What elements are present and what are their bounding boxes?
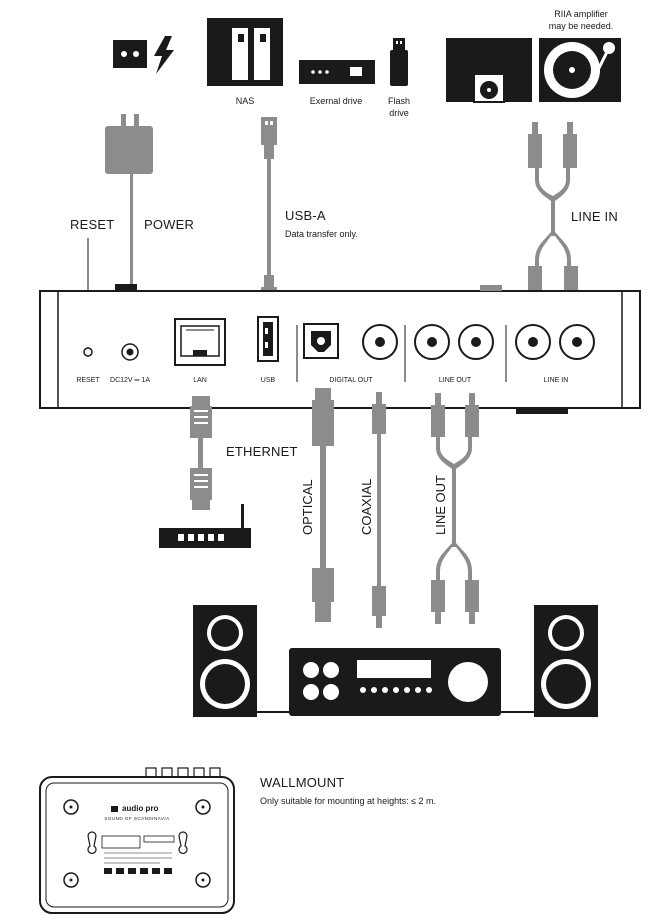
brand-logo-text: audio pro (122, 804, 159, 813)
nas-icon (207, 18, 283, 86)
amplifier-icon (289, 648, 501, 716)
port-label-usb: USB (260, 377, 276, 384)
coaxial-callout: COAXIAL (359, 478, 374, 535)
streamer-device (39, 284, 641, 414)
riia-note-2: may be needed. (548, 21, 614, 31)
usb-a-note: Data transfer only. (285, 229, 358, 239)
power-callout: POWER (144, 217, 195, 232)
ethernet-cable (190, 396, 212, 510)
reset-callout: RESET (70, 217, 115, 232)
port-label-lan: LAN (193, 377, 207, 384)
flash-drive-icon (390, 38, 408, 86)
coaxial-cable (372, 392, 386, 628)
turntable-icon (539, 38, 621, 102)
ethernet-callout: ETHERNET (226, 444, 298, 459)
external-drive-label: Exernal drive (309, 96, 363, 106)
usb-cable (261, 117, 277, 309)
optical-cable (312, 388, 334, 622)
wallmount-note: Only suitable for mounting at heights: ≤… (260, 796, 437, 806)
optical-callout: OPTICAL (300, 479, 315, 535)
cd-player-icon (446, 38, 532, 103)
speaker-icon (534, 605, 598, 717)
external-drive-icon (299, 60, 375, 84)
power-outlet-icon (113, 40, 147, 68)
wallmount-device (39, 767, 235, 914)
router-icon (159, 504, 251, 548)
line-out-cable (431, 393, 479, 624)
flash-drive-label-1: Flash (387, 96, 411, 106)
port-label-digital-out: DIGITAL OUT (329, 377, 373, 384)
usb-a-callout: USB-A (285, 208, 326, 223)
wallmount-title: WALLMOUNT (260, 775, 345, 790)
brand-tagline: SOUND OF SCANDINAVIA (104, 816, 170, 821)
port-label-line-out: LINE OUT (438, 377, 472, 384)
line-out-callout: LINE OUT (433, 475, 448, 535)
speaker-icon (193, 605, 257, 717)
port-label-reset: RESET (76, 377, 100, 384)
riia-note-1: RIIA amplifier (554, 9, 608, 19)
port-label-line-in: LINE IN (543, 377, 569, 384)
line-in-callout: LINE IN (571, 209, 618, 224)
nas-label: NAS (235, 96, 255, 106)
port-label-dc: DC12V ═ 1A (110, 377, 150, 384)
lightning-icon (154, 36, 174, 74)
flash-drive-label-2: drive (389, 108, 409, 118)
